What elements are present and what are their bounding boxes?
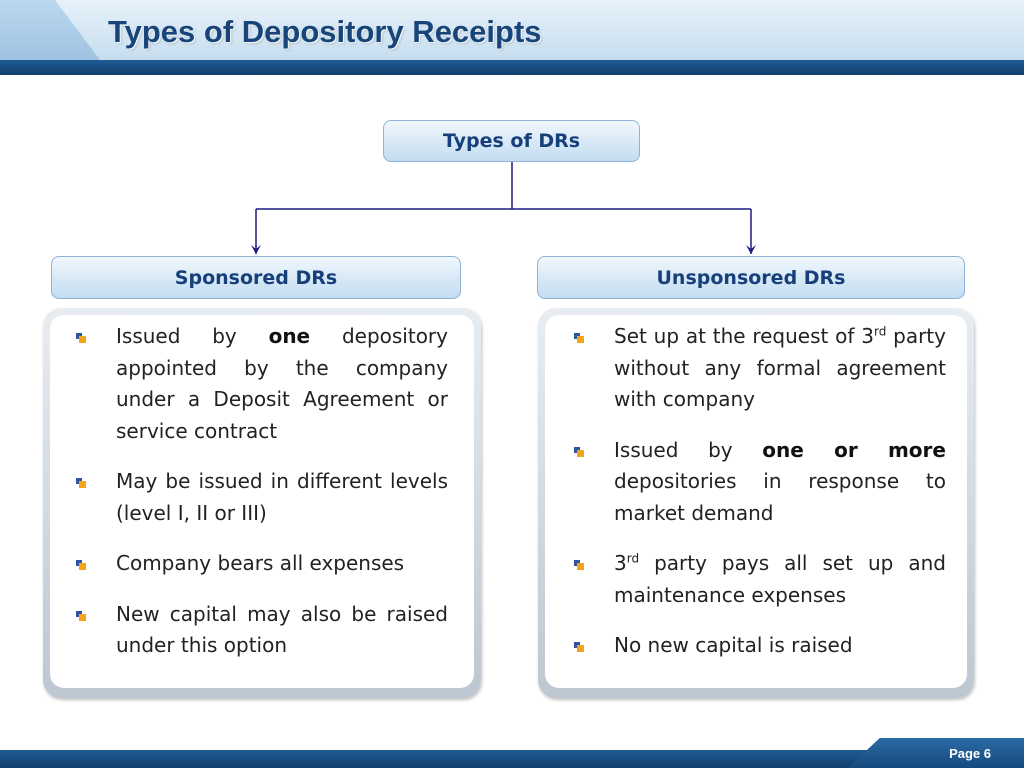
item-text: No new capital is raised — [614, 633, 853, 657]
item-text: Issued by — [116, 324, 269, 348]
footer-bar — [0, 750, 1024, 768]
item-text: depository appointed by the company unde… — [116, 324, 448, 443]
node-sponsored-drs: Sponsored DRs — [51, 256, 461, 299]
bullet-icon — [574, 333, 584, 343]
item-text: Set up at the request of 3 — [614, 324, 874, 348]
list-item: Set up at the request of 3rd party witho… — [570, 321, 946, 416]
bullet-icon — [76, 478, 86, 488]
list-item: No new capital is raised — [570, 630, 946, 662]
bullet-icon — [574, 642, 584, 652]
header-banner — [0, 0, 1024, 75]
node-unsponsored-drs: Unsponsored DRs — [537, 256, 965, 299]
item-text: party without any formal agreement with … — [614, 324, 946, 411]
sponsored-panel-body — [50, 315, 474, 688]
list-item: Company bears all expenses — [72, 548, 448, 580]
list-item: Issued by one depository appointed by th… — [72, 321, 448, 447]
page-title: Types of Depository Receipts — [108, 14, 542, 49]
list-item: May be issued in different levels (level… — [72, 466, 448, 529]
bullet-icon — [574, 560, 584, 570]
footer-tab — [848, 738, 1024, 768]
item-text: depositories in response to market deman… — [614, 469, 946, 525]
item-emphasis: one — [268, 324, 311, 348]
item-text: May be issued in different levels (level… — [116, 469, 448, 525]
item-text: 3 — [614, 551, 627, 575]
bullet-icon — [76, 610, 86, 621]
item-superscript: rd — [626, 551, 640, 566]
item-text: Company bears all expenses — [116, 551, 405, 575]
sponsored-list: Issued by one depository appointed by th… — [72, 321, 448, 681]
item-text: party pays all set up and maintenance ex… — [614, 551, 946, 607]
page-number: Page 6 — [949, 746, 991, 761]
header-decoration — [0, 0, 100, 60]
node-types-of-drs: Types of DRs — [383, 120, 640, 162]
item-emphasis: one or more — [762, 437, 946, 462]
item-text: Issued by — [614, 437, 763, 462]
unsponsored-list: Set up at the request of 3rd party witho… — [570, 321, 946, 681]
sponsored-panel — [43, 308, 481, 698]
footer-banner: Page 6 — [0, 738, 1024, 768]
list-item: Issued by one or more depositories in re… — [570, 435, 946, 530]
bullet-icon — [76, 560, 86, 570]
bullet-icon — [574, 446, 584, 457]
unsponsored-panel — [538, 308, 974, 698]
unsponsored-panel-body — [545, 315, 967, 688]
list-item: 3rd party pays all set up and maintenanc… — [570, 548, 946, 611]
item-text: New capital may also be raised under thi… — [116, 601, 448, 658]
bullet-icon — [76, 333, 86, 343]
header-bar — [0, 60, 1024, 75]
list-item: New capital may also be raised under thi… — [72, 599, 448, 662]
item-superscript: rd — [873, 324, 887, 339]
